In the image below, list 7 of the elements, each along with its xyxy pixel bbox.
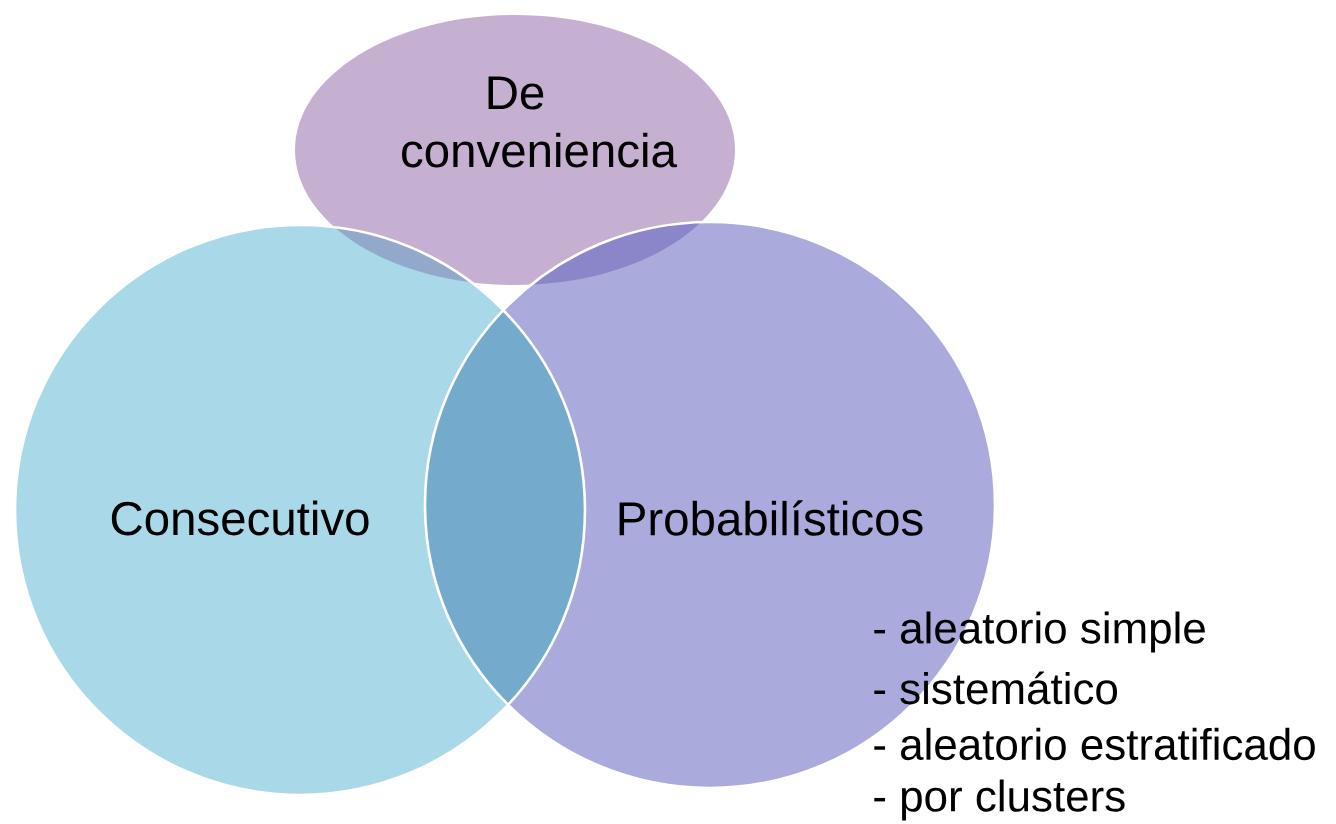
set-label: Consecutivo (111, 500, 369, 536)
list-item: - por clusters (874, 779, 1125, 821)
list-item: - sistemático (874, 671, 1118, 705)
list-item: - aleatorio simple (874, 611, 1205, 653)
set-label: De conveniencia (402, 76, 677, 168)
list-item: - aleatorio estratificado (874, 727, 1315, 761)
set-label: Probabilísticos (619, 500, 923, 536)
